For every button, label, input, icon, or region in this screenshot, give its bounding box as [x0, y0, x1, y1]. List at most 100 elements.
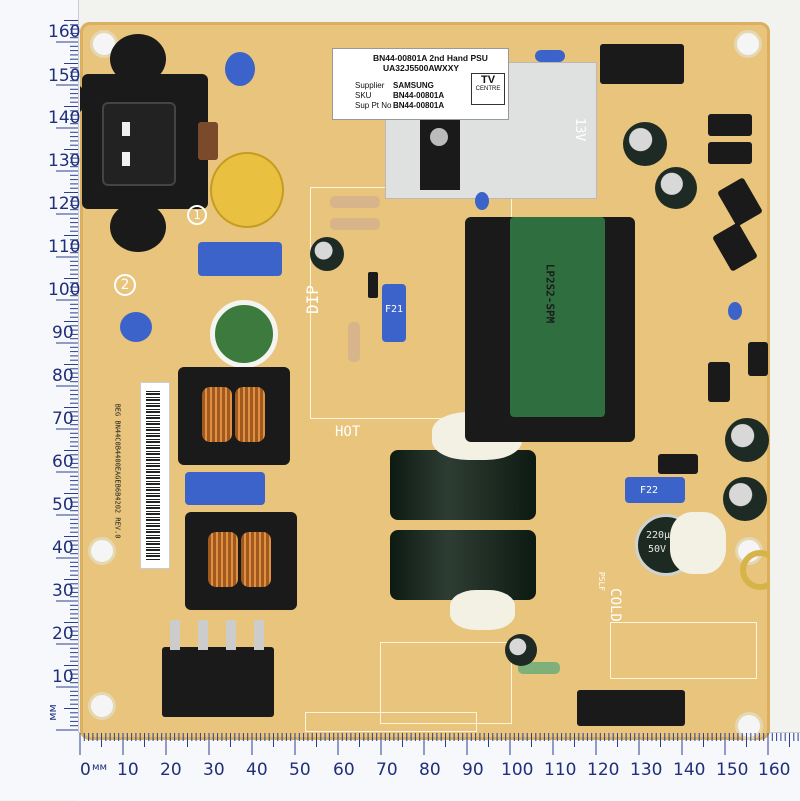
- pcb-board: BEG BN44C0B4400EAGEB6B4202 REV.0 BN44-00…: [80, 22, 770, 740]
- transformer-winding: [510, 217, 605, 417]
- resistor: [330, 218, 380, 230]
- ground-ring-terminal: [740, 550, 770, 590]
- rectifier-pin: [198, 620, 208, 650]
- diode: [708, 114, 752, 136]
- ruler-left: [0, 0, 79, 800]
- ruler-bottom-label: 70: [376, 760, 398, 780]
- ac-inlet-pin: [122, 152, 130, 166]
- silk-outline: [305, 712, 477, 732]
- bridge-rectifier: [162, 647, 274, 717]
- tv-logo-text: TV: [480, 74, 496, 86]
- ruler-bottom: [78, 732, 800, 801]
- x-capacitor: [198, 242, 282, 276]
- diode: [708, 362, 730, 402]
- ruler-bottom-label: 120: [587, 760, 620, 780]
- small-capacitor: [475, 192, 489, 210]
- glue-blob: [670, 512, 726, 574]
- mounting-hole: [88, 692, 116, 720]
- ruler-left-label: 100: [48, 280, 81, 300]
- ruler-bottom-unit: мм: [92, 762, 108, 773]
- diode: [368, 272, 378, 298]
- ruler-left-label: 50: [52, 495, 74, 515]
- ac-inlet-tab: [110, 202, 166, 252]
- small-capacitor: [728, 302, 742, 320]
- ruler-bottom-label: 140: [673, 760, 706, 780]
- tv-centre-logo: TV CENTRE: [471, 73, 505, 105]
- glue-blob: [450, 590, 515, 630]
- cap-voltage-label: 50V: [648, 544, 667, 555]
- bulk-capacitor: [390, 450, 536, 520]
- rectifier-pin: [226, 620, 236, 650]
- choke-winding: [208, 532, 238, 587]
- ruler-left-label: 130: [48, 151, 81, 171]
- diode: [748, 342, 768, 376]
- mounting-hole: [735, 712, 763, 740]
- fuse: [382, 284, 406, 342]
- choke-winding: [202, 387, 232, 442]
- resistor: [518, 662, 560, 674]
- ruler-bottom-label: 160: [758, 760, 791, 780]
- electrolytic-capacitor: [310, 237, 344, 271]
- mounting-hole: [734, 30, 762, 58]
- electrolytic-capacitor: [655, 167, 697, 209]
- rectifier-pin: [170, 620, 180, 650]
- silk-outline: [380, 642, 512, 724]
- electrolytic-capacitor: [505, 634, 537, 666]
- supplier-label-sticker: BN44-00801A 2nd Hand PSU UA32J5500AWXXY …: [332, 48, 509, 120]
- ruler-bottom-label: 30: [203, 760, 225, 780]
- y-capacitor: [225, 52, 255, 86]
- ac-inlet-pin: [122, 122, 130, 136]
- fuse: [625, 477, 685, 503]
- x-capacitor: [185, 472, 265, 505]
- resistor: [348, 322, 360, 362]
- ruler-left-label: 10: [52, 667, 74, 687]
- ruler-left-label: 80: [52, 366, 74, 386]
- ruler-left-label: 30: [52, 581, 74, 601]
- ruler-bottom-label: 80: [419, 760, 441, 780]
- small-capacitor: [535, 50, 565, 62]
- ruler-bottom-label: 60: [333, 760, 355, 780]
- diode: [708, 142, 752, 164]
- sticker-suppt-label: Sup Pt No: [355, 101, 392, 110]
- fuse-label: F22: [640, 485, 659, 496]
- choke-winding: [241, 532, 271, 587]
- ruler-left-label: 70: [52, 409, 74, 429]
- bulk-capacitor: [390, 530, 536, 600]
- common-mode-choke: [178, 367, 290, 465]
- sticker-sku-label: SKU: [355, 91, 372, 100]
- ruler-left-label: 90: [52, 323, 74, 343]
- sticker-sku-value: BN44-00801A: [393, 91, 445, 100]
- ruler-left-label: 140: [48, 108, 81, 128]
- ruler-left-label: 160: [48, 22, 81, 42]
- sticker-supplier-label: Supplier: [355, 81, 385, 90]
- electrolytic-capacitor: [723, 477, 767, 521]
- tv-logo-sub: CENTRE: [475, 86, 501, 92]
- ruler-bottom-label: 90: [462, 760, 484, 780]
- varistor: [210, 152, 284, 228]
- y-capacitor: [120, 312, 152, 342]
- ruler-left-label: 20: [52, 624, 74, 644]
- sticker-line1: BN44-00801A 2nd Hand PSU: [373, 53, 488, 63]
- mounting-hole: [88, 537, 116, 565]
- ruler-bottom-label: 20: [160, 760, 182, 780]
- output-connector: [600, 44, 684, 84]
- circle-1-label: 1: [187, 205, 207, 225]
- electrolytic-capacitor: [725, 418, 769, 462]
- ruler-left-label: 110: [48, 237, 81, 257]
- circle-2-label: 2: [114, 274, 136, 296]
- choke-winding: [235, 387, 265, 442]
- ruler-bottom-label: 130: [630, 760, 663, 780]
- sticker-supplier-value: SAMSUNG: [393, 81, 434, 90]
- diode: [658, 454, 698, 474]
- cap-value-label: 220μ: [646, 530, 671, 541]
- ruler-bottom-label: 50: [289, 760, 311, 780]
- ruler-left-label: 120: [48, 194, 81, 214]
- ruler-bottom-zero: 0: [80, 760, 91, 780]
- resistor: [330, 196, 380, 208]
- ruler-left-label: 40: [52, 538, 74, 558]
- rectifier-pin: [254, 620, 264, 650]
- thermistor: [210, 300, 278, 368]
- sticker-line2: UA32J5500AWXXY: [383, 63, 460, 73]
- hot-label: HOT: [335, 424, 361, 440]
